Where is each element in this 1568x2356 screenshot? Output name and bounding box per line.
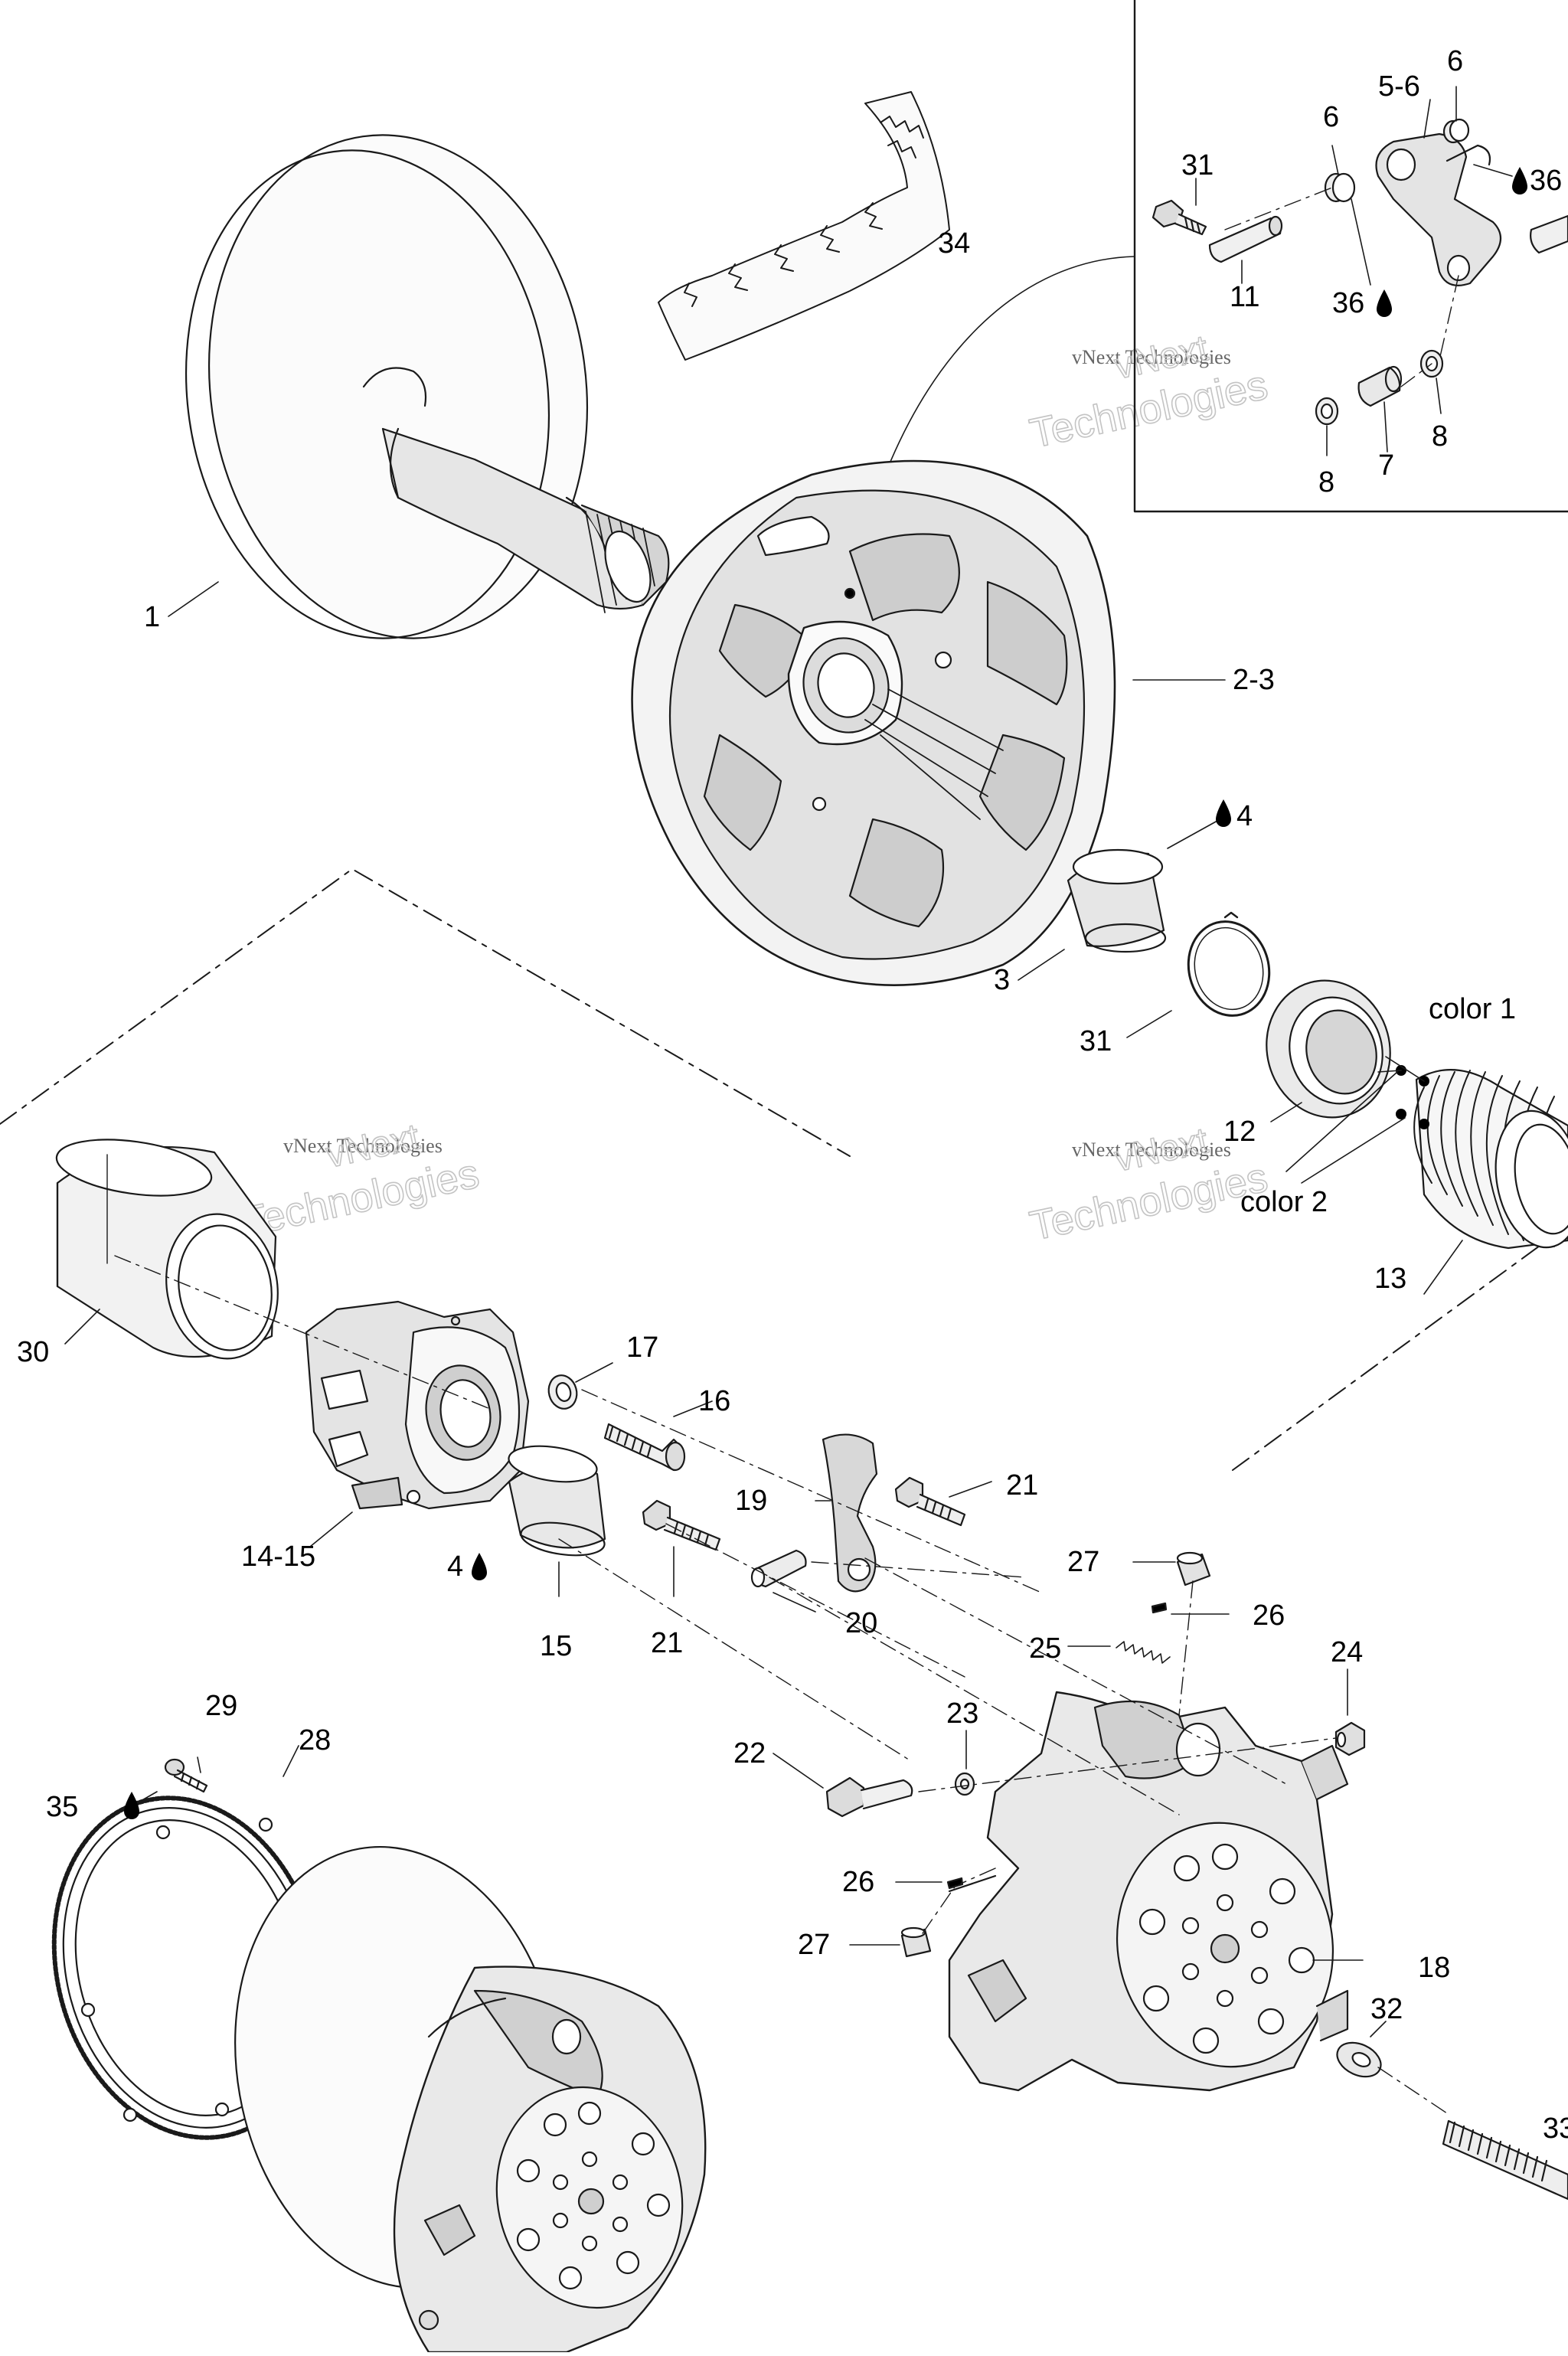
washer-17	[547, 1374, 578, 1410]
oring-26-upper	[1151, 1602, 1168, 1614]
label-28: 28	[299, 1724, 331, 1756]
label-21a: 21	[1006, 1469, 1038, 1502]
drive-belt	[658, 91, 950, 361]
label-8a: 8	[1318, 466, 1334, 498]
bolt-22	[825, 1776, 913, 1818]
washer-32	[1336, 2041, 1382, 2078]
label-16: 16	[698, 1385, 730, 1417]
label-17: 17	[626, 1332, 658, 1364]
watermark-3: vNext Technologies vNext Technologies	[237, 1116, 483, 1247]
inset-bushing-6b	[1442, 118, 1470, 144]
center-axes	[114, 187, 1459, 2114]
drop-icon-4-upper	[1216, 799, 1231, 827]
label-14-15: 14-15	[241, 1541, 315, 1573]
spring-seat-12	[1266, 979, 1391, 1119]
label-6b: 6	[1323, 101, 1339, 133]
label-6a: 6	[1447, 45, 1463, 77]
screw-21-right	[894, 1476, 966, 1527]
label-34: 34	[938, 227, 970, 260]
label-31b: 31	[1080, 1025, 1112, 1057]
label-11: 11	[1230, 281, 1259, 313]
label-25: 25	[1029, 1632, 1061, 1665]
label-33: 33	[1543, 2113, 1568, 2145]
label-24: 24	[1331, 1636, 1363, 1668]
cap-27-upper	[1176, 1551, 1211, 1586]
movable-sheave	[631, 459, 1116, 986]
watermark-2: vNext Technologies vNext Technologies	[1025, 328, 1272, 458]
spring-13	[1396, 1065, 1568, 1250]
label-20: 20	[845, 1607, 877, 1639]
assembled-clutch	[234, 1845, 707, 2354]
inset-washer-8a	[1315, 397, 1339, 426]
screw-29	[164, 1758, 208, 1793]
spring-25	[1116, 1641, 1171, 1664]
svg-text:vNext Technologies: vNext Technologies	[283, 1135, 443, 1157]
bushing-4-lower	[508, 1445, 606, 1557]
label-1: 1	[144, 601, 160, 633]
inset-pin-right	[1530, 214, 1568, 254]
roller-housing-18	[948, 1691, 1349, 2092]
label-15: 15	[540, 1630, 572, 1662]
inset-screw	[1152, 199, 1207, 236]
label-4b: 4	[447, 1551, 463, 1583]
label-3: 3	[994, 964, 1010, 996]
bolt-16	[603, 1423, 686, 1472]
label-color-2: color 2	[1240, 1186, 1328, 1218]
leader-lines	[64, 86, 1513, 2037]
label-35: 35	[46, 1791, 78, 1823]
label-7: 7	[1378, 449, 1394, 482]
label-29: 29	[205, 1690, 237, 1722]
roller-pin-20	[750, 1549, 807, 1588]
inset-rocker-arm	[1375, 132, 1502, 286]
bushing-4-upper	[1067, 848, 1167, 953]
cam-arm-19	[822, 1433, 878, 1593]
bolt-33	[1442, 2119, 1568, 2201]
label-31a: 31	[1181, 149, 1214, 181]
oring-26-lower	[946, 1877, 964, 1890]
spider-14-15	[305, 1300, 530, 1510]
svg-text:vNext Technologies: vNext Technologies	[1072, 346, 1231, 368]
label-4a: 4	[1236, 800, 1253, 832]
label-26b: 26	[842, 1866, 874, 1898]
label-23: 23	[946, 1698, 978, 1730]
label-5-6: 5-6	[1378, 70, 1420, 103]
nut-24	[1334, 1721, 1366, 1756]
label-36a: 36	[1530, 165, 1562, 197]
lubricant-drops	[124, 167, 1527, 1819]
svg-text:vNext Technologies: vNext Technologies	[1072, 1139, 1231, 1161]
label-32: 32	[1370, 1993, 1403, 2025]
fixed-sheave	[185, 134, 670, 639]
label-27a: 27	[1067, 1546, 1099, 1578]
sleeve-30	[55, 1139, 279, 1360]
callout-labels: 1 2-3 3 4 4 5-6 6 6 7 8 8 11 12 13 14-15…	[17, 45, 1568, 2145]
drop-icon-36b	[1377, 289, 1392, 317]
screw-21-left	[642, 1499, 721, 1551]
label-21b: 21	[651, 1627, 683, 1659]
inset-shaft-11	[1208, 215, 1283, 263]
washer-23	[954, 1772, 975, 1796]
label-36b: 36	[1332, 287, 1364, 319]
drop-icon-36a	[1512, 167, 1527, 194]
label-color-1: color 1	[1429, 993, 1516, 1025]
label-8b: 8	[1432, 420, 1448, 453]
label-12: 12	[1223, 1116, 1256, 1148]
inset-roller-7	[1357, 365, 1403, 407]
cap-27-lower	[900, 1926, 932, 1958]
label-19: 19	[735, 1485, 767, 1517]
label-13: 13	[1374, 1263, 1406, 1295]
label-22: 22	[733, 1737, 766, 1769]
circlip-31	[1187, 911, 1271, 1017]
label-27b: 27	[798, 1929, 830, 1961]
label-2-3: 2-3	[1233, 664, 1275, 696]
drop-icon-4-lower	[472, 1553, 487, 1580]
drop-icon-35	[124, 1792, 139, 1819]
label-30: 30	[17, 1336, 49, 1368]
inset-bushing-6a	[1324, 172, 1356, 203]
dashed-assembly-outline	[0, 868, 1568, 1471]
label-18: 18	[1418, 1952, 1450, 1984]
label-26a: 26	[1253, 1600, 1285, 1632]
